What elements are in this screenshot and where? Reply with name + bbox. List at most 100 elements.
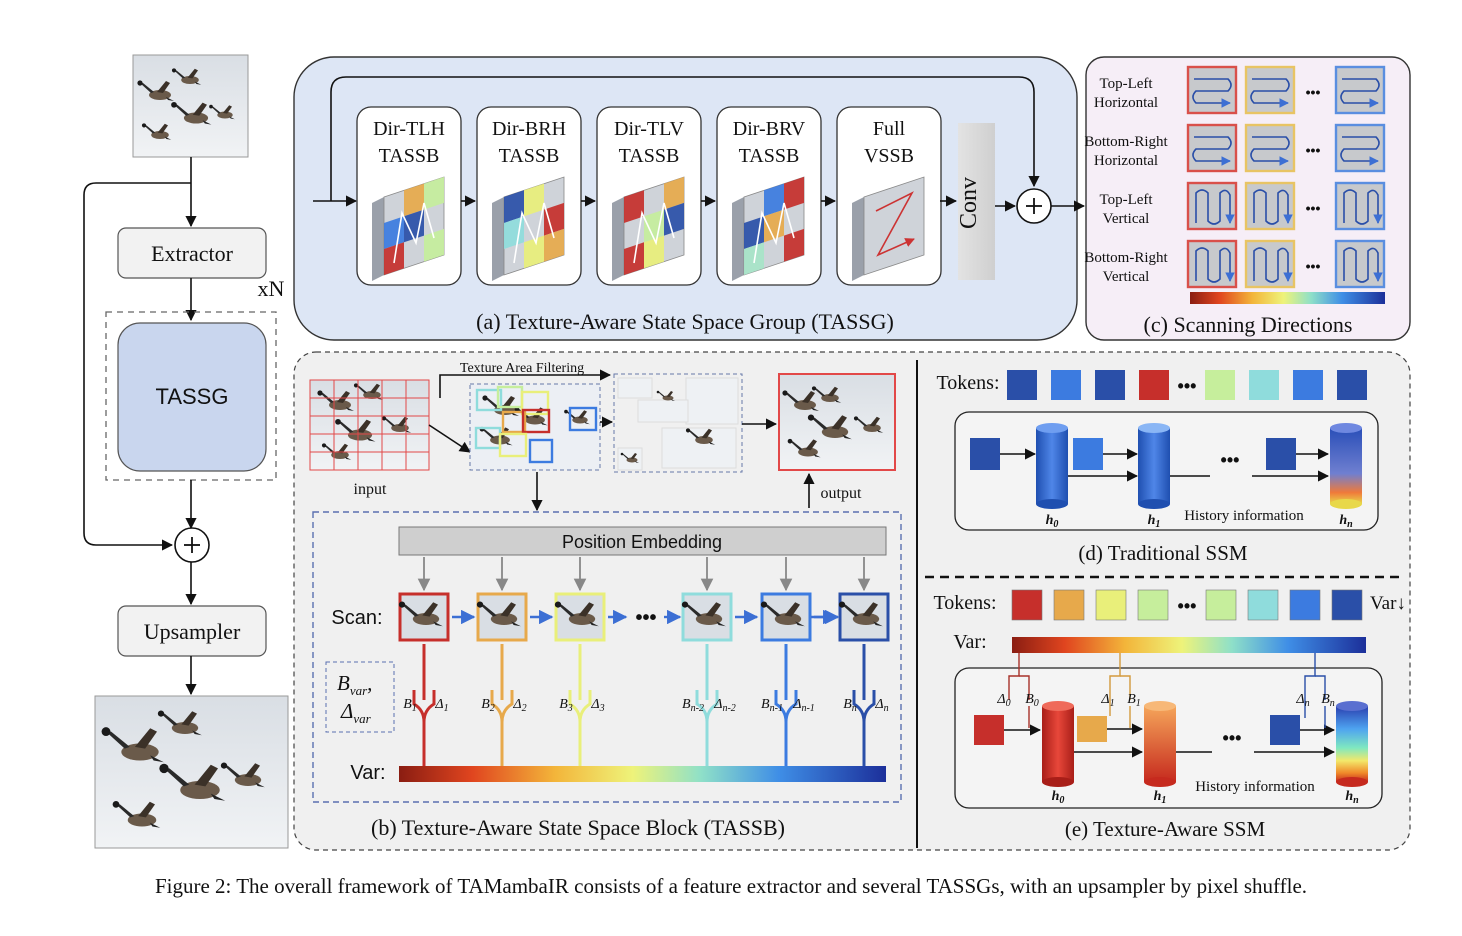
state-ellipsis-e: ••• — [1223, 728, 1242, 748]
token-square — [1205, 589, 1237, 621]
token-input-e1 — [1077, 716, 1107, 742]
svg-text:hn: hn — [1345, 789, 1359, 806]
output-thumb-image — [778, 373, 896, 471]
hidden-state-hn-e — [1336, 701, 1368, 787]
state-ellipsis-d: ••• — [1221, 450, 1240, 470]
token-input-en — [1270, 715, 1300, 745]
tassb-block-title: Dir-BRV — [733, 118, 806, 140]
scan-pattern-illustration — [492, 176, 565, 281]
upsampler-label: Upsampler — [144, 619, 241, 644]
svg-text:Δ0: Δ0 — [996, 692, 1010, 709]
token-square — [1205, 370, 1235, 400]
param-delta-letter: Δ — [590, 697, 599, 712]
b0-sub: 0 — [1034, 698, 1039, 709]
history-label-d: History information — [1184, 508, 1304, 524]
tassb-block-subtitle: TASSB — [379, 145, 440, 167]
tassb-block-1: Dir-TLH TASSB — [356, 106, 462, 286]
param-b-letter: B — [337, 671, 350, 695]
input-grid-image — [309, 379, 430, 471]
svg-text:Bvar,: Bvar, — [337, 671, 372, 698]
h0-letter-e: h — [1052, 789, 1060, 804]
var-label-e: Var: — [953, 631, 986, 653]
param-b-letter: B — [843, 697, 852, 712]
tassb-block-title: Dir-TLH — [373, 118, 445, 140]
figure-caption: Figure 2: The overall framework of TAMam… — [154, 874, 1308, 898]
tassg-label: TASSG — [156, 384, 229, 409]
history-label-e: History information — [1195, 779, 1315, 795]
panel-b-tassb: input Texture Area Filtering — [309, 361, 902, 840]
scan-thumbnail — [1186, 123, 1238, 173]
scan-thumbnail — [1334, 123, 1386, 173]
param-delta-letter: Δ — [512, 697, 521, 712]
token-square — [1139, 370, 1169, 400]
tassg-box: TASSG — [117, 322, 267, 472]
tassb-block-title: Dir-BRH — [492, 118, 566, 140]
panel-e-texture-aware-ssm: Tokens: ••• Var↓ Var: Δ0 B0 Δ1 B1 Δn Bn — [933, 589, 1406, 841]
svg-text:Bn: Bn — [843, 697, 857, 714]
tassb-inner-frame — [312, 511, 902, 803]
deltan-letter: Δ — [1295, 692, 1304, 707]
param-delta-letter: Δ — [792, 697, 801, 712]
h1-letter-d: h — [1148, 513, 1156, 528]
tassb-block-subtitle: TASSB — [739, 145, 800, 167]
variance-colorbar — [399, 766, 886, 782]
svg-text:hn: hn — [1339, 513, 1353, 530]
svg-text:Δ3: Δ3 — [590, 697, 604, 714]
param-delta-sub: n — [884, 703, 889, 714]
delta1-letter: Δ — [1100, 692, 1109, 707]
panel-d-traditional-ssm: Tokens: ••• ••• h0 h1 hn Hi — [936, 370, 1379, 565]
delta0-sub: 0 — [1006, 698, 1011, 709]
output-image — [94, 695, 289, 849]
tokens-ellipsis-e: ••• — [1178, 596, 1197, 616]
panel-e-caption: (e) Texture-Aware SSM — [1065, 817, 1266, 841]
param-delta-letter: Δ — [434, 697, 443, 712]
panel-a-tassg: Dir-TLHTASSBDir-BRHTASSBDir-TLVTASSBDir-… — [293, 56, 1086, 341]
scan-ellipsis: ••• — [1306, 142, 1321, 158]
svg-text:B1: B1 — [1127, 692, 1141, 709]
scan-direction-orientation: Horizontal — [1094, 153, 1158, 169]
param-b-sub: 1 — [412, 703, 417, 714]
tassb-block-4: Dir-BRV TASSB — [716, 106, 822, 286]
param-d-letter: Δ — [340, 699, 353, 723]
scan-direction-name: Top-Left — [1099, 76, 1153, 92]
tassb-block-subtitle: VSSB — [864, 145, 914, 167]
panel-c-caption: (c) Scanning Directions — [1144, 312, 1353, 337]
svg-text:Δ1: Δ1 — [434, 697, 448, 714]
b1-letter: B — [1127, 692, 1136, 707]
hidden-state-hn-d — [1330, 423, 1362, 509]
scan-pattern-illustration — [612, 176, 685, 281]
scan-thumbnail — [1334, 181, 1386, 231]
svg-text:Bn: Bn — [1321, 692, 1335, 709]
param-b-sub: 2 — [490, 703, 495, 714]
scan-thumbnail — [1186, 181, 1238, 231]
hn-sub-d: n — [1347, 519, 1353, 530]
token-input-d0 — [970, 438, 1000, 470]
svg-text:h0: h0 — [1052, 789, 1065, 806]
param-delta-sub: n-2 — [722, 703, 735, 714]
scan-pattern-illustration — [852, 176, 925, 281]
scan-direction-name: Bottom-Right — [1084, 134, 1168, 150]
left-pipeline: Extractor xN TASSG Upsampler — [83, 54, 289, 849]
scan-label: Scan: — [331, 607, 382, 629]
token-square — [1095, 589, 1127, 621]
input-image — [132, 54, 249, 158]
hidden-state-h0-e — [1042, 701, 1074, 787]
token-square — [1137, 589, 1169, 621]
svg-text:h1: h1 — [1148, 513, 1161, 530]
param-b-letter: B — [481, 697, 490, 712]
tokens-ellipsis-d: ••• — [1178, 376, 1197, 396]
panel-d-caption: (d) Traditional SSM — [1078, 541, 1248, 565]
bvar-dvar-box: Bvar, Δvar — [325, 661, 395, 733]
h1-letter-e: h — [1154, 789, 1162, 804]
token-square — [1289, 589, 1321, 621]
tassb-block-title: Full — [873, 118, 906, 140]
param-b-sub: n-2 — [691, 703, 704, 714]
